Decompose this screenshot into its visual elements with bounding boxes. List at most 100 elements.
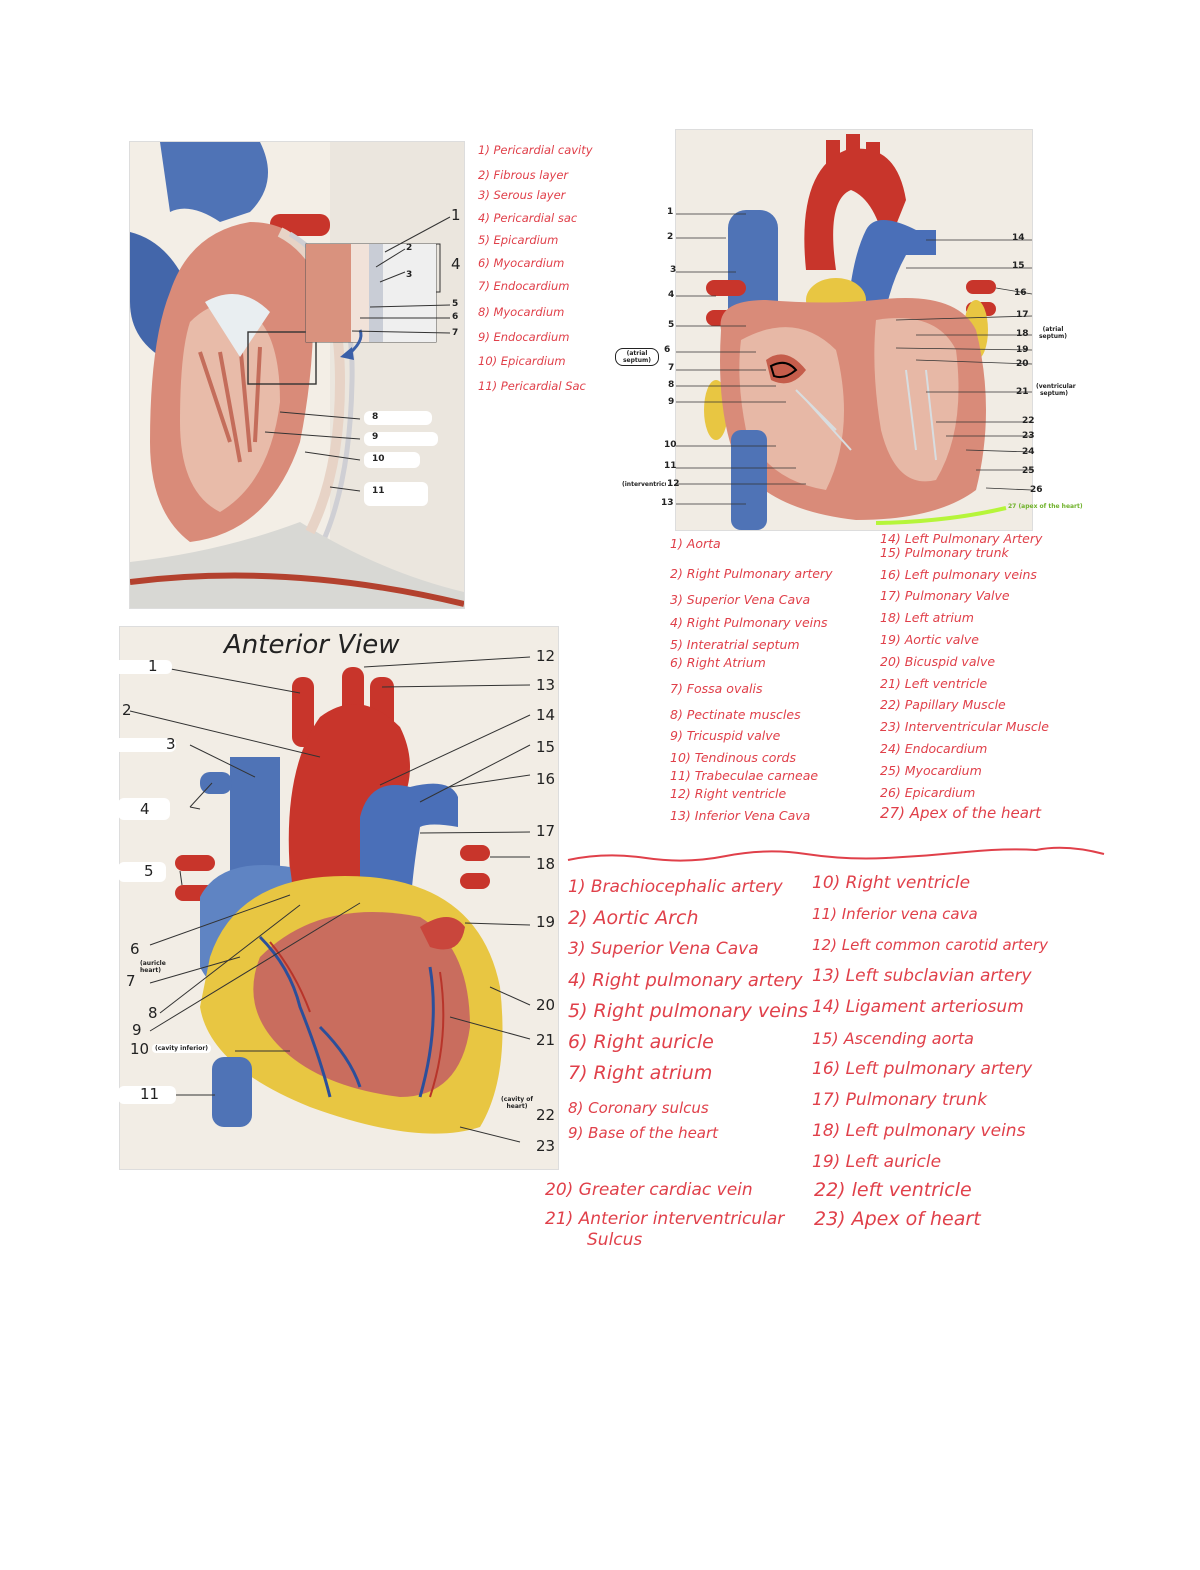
anterior-view-title: Anterior View <box>224 630 400 660</box>
anterior-callout-4: 4 <box>140 800 150 818</box>
anterior-label: 11) Inferior vena cava <box>812 905 978 923</box>
anterior-label: 2) Aortic Arch <box>568 907 699 929</box>
frontal-callout-18: 18 <box>1016 329 1029 339</box>
frontal-left-label-list: 1) Aorta 2) Right Pulmonary artery 3) Su… <box>670 533 832 826</box>
frontal-callout-21: 21 <box>1016 387 1029 397</box>
frontal-tag-interventricular-septum: (interventricular septum) <box>622 481 666 488</box>
frontal-callout-25: 25 <box>1022 466 1035 476</box>
anterior-label: 5) Right pulmonary veins <box>568 1000 809 1022</box>
pericardium-label: 8) Myocardium <box>478 305 565 320</box>
anterior-callout-16: 16 <box>536 770 556 788</box>
pericardium-label-list: 1) Pericardial cavity 2) Fibrous layer 3… <box>478 138 593 399</box>
anterior-callout-6: 6 <box>130 940 140 958</box>
pericardium-label: 6) Myocardium <box>478 255 565 270</box>
frontal-callout-22: 22 <box>1022 416 1035 426</box>
anterior-callout-14: 14 <box>536 706 556 724</box>
anterior-left-label-list: 1) Brachiocephalic artery 2) Aortic Arch… <box>568 872 808 1149</box>
frontal-callout-23: 23 <box>1022 431 1035 441</box>
anterior-label: 3) Superior Vena Cava <box>568 939 759 959</box>
frontal-tag-ventricular-septum: (ventricular septum) <box>1036 383 1076 397</box>
anterior-callout-12: 12 <box>536 647 556 665</box>
frontal-label: 20) Bicuspid valve <box>880 653 996 669</box>
frontal-callout-10: 10 <box>664 440 677 450</box>
pericardium-callout-6: 6 <box>452 312 459 322</box>
anterior-label: 18) Left pulmonary veins <box>812 1121 1026 1141</box>
pericardium-label: 4) Pericardial sac <box>478 210 578 225</box>
anterior-callout-9: 9 <box>132 1021 142 1039</box>
whiteout-8 <box>364 411 432 425</box>
frontal-callout-20: 20 <box>1016 359 1029 369</box>
frontal-right-label-list: 14) Left Pulmonary Artery 15) Pulmonary … <box>880 528 1049 825</box>
frontal-callout-17: 17 <box>1016 310 1029 320</box>
anterior-label: 23) Apex of heart <box>814 1208 981 1230</box>
frontal-label: 26) Epicardium <box>880 784 976 800</box>
pericardium-callout-11: 11 <box>372 486 385 496</box>
whiteout-a5 <box>118 862 166 882</box>
anterior-label: 13) Left subclavian artery <box>812 966 1032 986</box>
anterior-label: 9) Base of the heart <box>568 1124 719 1142</box>
anterior-callout-20: 20 <box>536 996 556 1014</box>
anterior-callout-22: 22 <box>536 1106 556 1124</box>
frontal-label: 18) Left atrium <box>880 610 974 626</box>
frontal-callout-11: 11 <box>664 461 677 471</box>
pericardium-label: 7) Endocardium <box>478 278 570 293</box>
pericardium-callout-2: 2 <box>406 243 413 253</box>
anterior-tag-cavity-inferior: (cavity inferior) <box>152 1044 212 1053</box>
anterior-view-drawing <box>120 627 558 1169</box>
anterior-label: 22) left ventricle <box>814 1179 972 1201</box>
frontal-label: 3) Superior Vena Cava <box>670 591 811 607</box>
anterior-label: Sulcus <box>587 1230 643 1250</box>
anterior-bottom-left-label-list: 20) Greater cardiac vein 21) Anterior in… <box>545 1176 784 1255</box>
anterior-label: 21) Anterior interventricular <box>545 1209 785 1229</box>
frontal-label: 5) Interatrial septum <box>670 637 800 653</box>
frontal-label: 11) Trabeculae carneae <box>670 767 819 783</box>
anterior-callout-11: 11 <box>140 1085 160 1103</box>
frontal-callout-24: 24 <box>1022 447 1035 457</box>
whiteout-a11 <box>118 1086 176 1104</box>
anterior-callout-17: 17 <box>536 822 556 840</box>
frontal-callout-19: 19 <box>1016 345 1029 355</box>
frontal-tag-atrial-septum-right: (atrial septum) <box>1038 326 1068 340</box>
anterior-label: 19) Left auricle <box>812 1152 942 1172</box>
pericardium-label: 3) Serous layer <box>478 188 566 203</box>
anterior-callout-2: 2 <box>122 701 132 719</box>
pericardium-label: 2) Fibrous layer <box>478 167 569 182</box>
frontal-tag-atrial-septum-left: (atrial septum) <box>615 348 659 366</box>
frontal-label: 22) Papillary Muscle <box>880 697 1006 713</box>
anterior-label: 4) Right pulmonary artery <box>568 970 803 991</box>
whiteout-10 <box>364 452 420 468</box>
pericardium-callout-1: 1 <box>451 206 461 224</box>
pericardium-label: 11) Pericardial Sac <box>478 378 586 393</box>
pericardium-callout-4: 4 <box>451 255 461 273</box>
frontal-label: 8) Pectinate muscles <box>670 706 801 722</box>
whiteout-9 <box>364 432 438 446</box>
frontal-label: 12) Right ventricle <box>670 785 787 801</box>
frontal-apex-tag: 27 (apex of the heart) <box>1008 503 1083 510</box>
frontal-label: 7) Fossa ovalis <box>670 680 763 696</box>
pericardium-callout-7: 7 <box>452 328 459 338</box>
frontal-label: 1) Aorta <box>670 536 721 551</box>
whiteout-a1 <box>114 660 172 674</box>
pericardium-callout-10: 10 <box>372 454 385 464</box>
frontal-callout-1: 1 <box>667 207 674 217</box>
anterior-callout-18: 18 <box>536 855 556 873</box>
frontal-label: 2) Right Pulmonary artery <box>670 565 833 581</box>
frontal-label: 19) Aortic valve <box>880 631 979 647</box>
anterior-callout-10: 10 <box>130 1040 150 1058</box>
pericardium-label: 9) Endocardium <box>478 329 570 344</box>
frontal-label: 25) Myocardium <box>880 762 982 778</box>
anterior-label: 8) Coronary sulcus <box>568 1099 709 1117</box>
frontal-label: 21) Left ventricle <box>880 675 988 691</box>
frontal-section-illustration <box>676 130 1032 530</box>
whiteout-11 <box>364 482 428 506</box>
frontal-callout-3: 3 <box>670 265 677 275</box>
frontal-callout-8: 8 <box>668 380 675 390</box>
pericardium-illustration <box>130 142 464 608</box>
anterior-callout-7: 7 <box>126 972 136 990</box>
frontal-callout-6: 6 <box>664 345 671 355</box>
frontal-section-drawing <box>676 130 1032 530</box>
anterior-bottom-right-label-list: 22) left ventricle 23) Apex of heart <box>814 1176 981 1234</box>
whiteout-a4 <box>118 798 170 820</box>
frontal-label: 9) Tricuspid valve <box>670 728 781 744</box>
anterior-label: 15) Ascending aorta <box>812 1029 974 1048</box>
